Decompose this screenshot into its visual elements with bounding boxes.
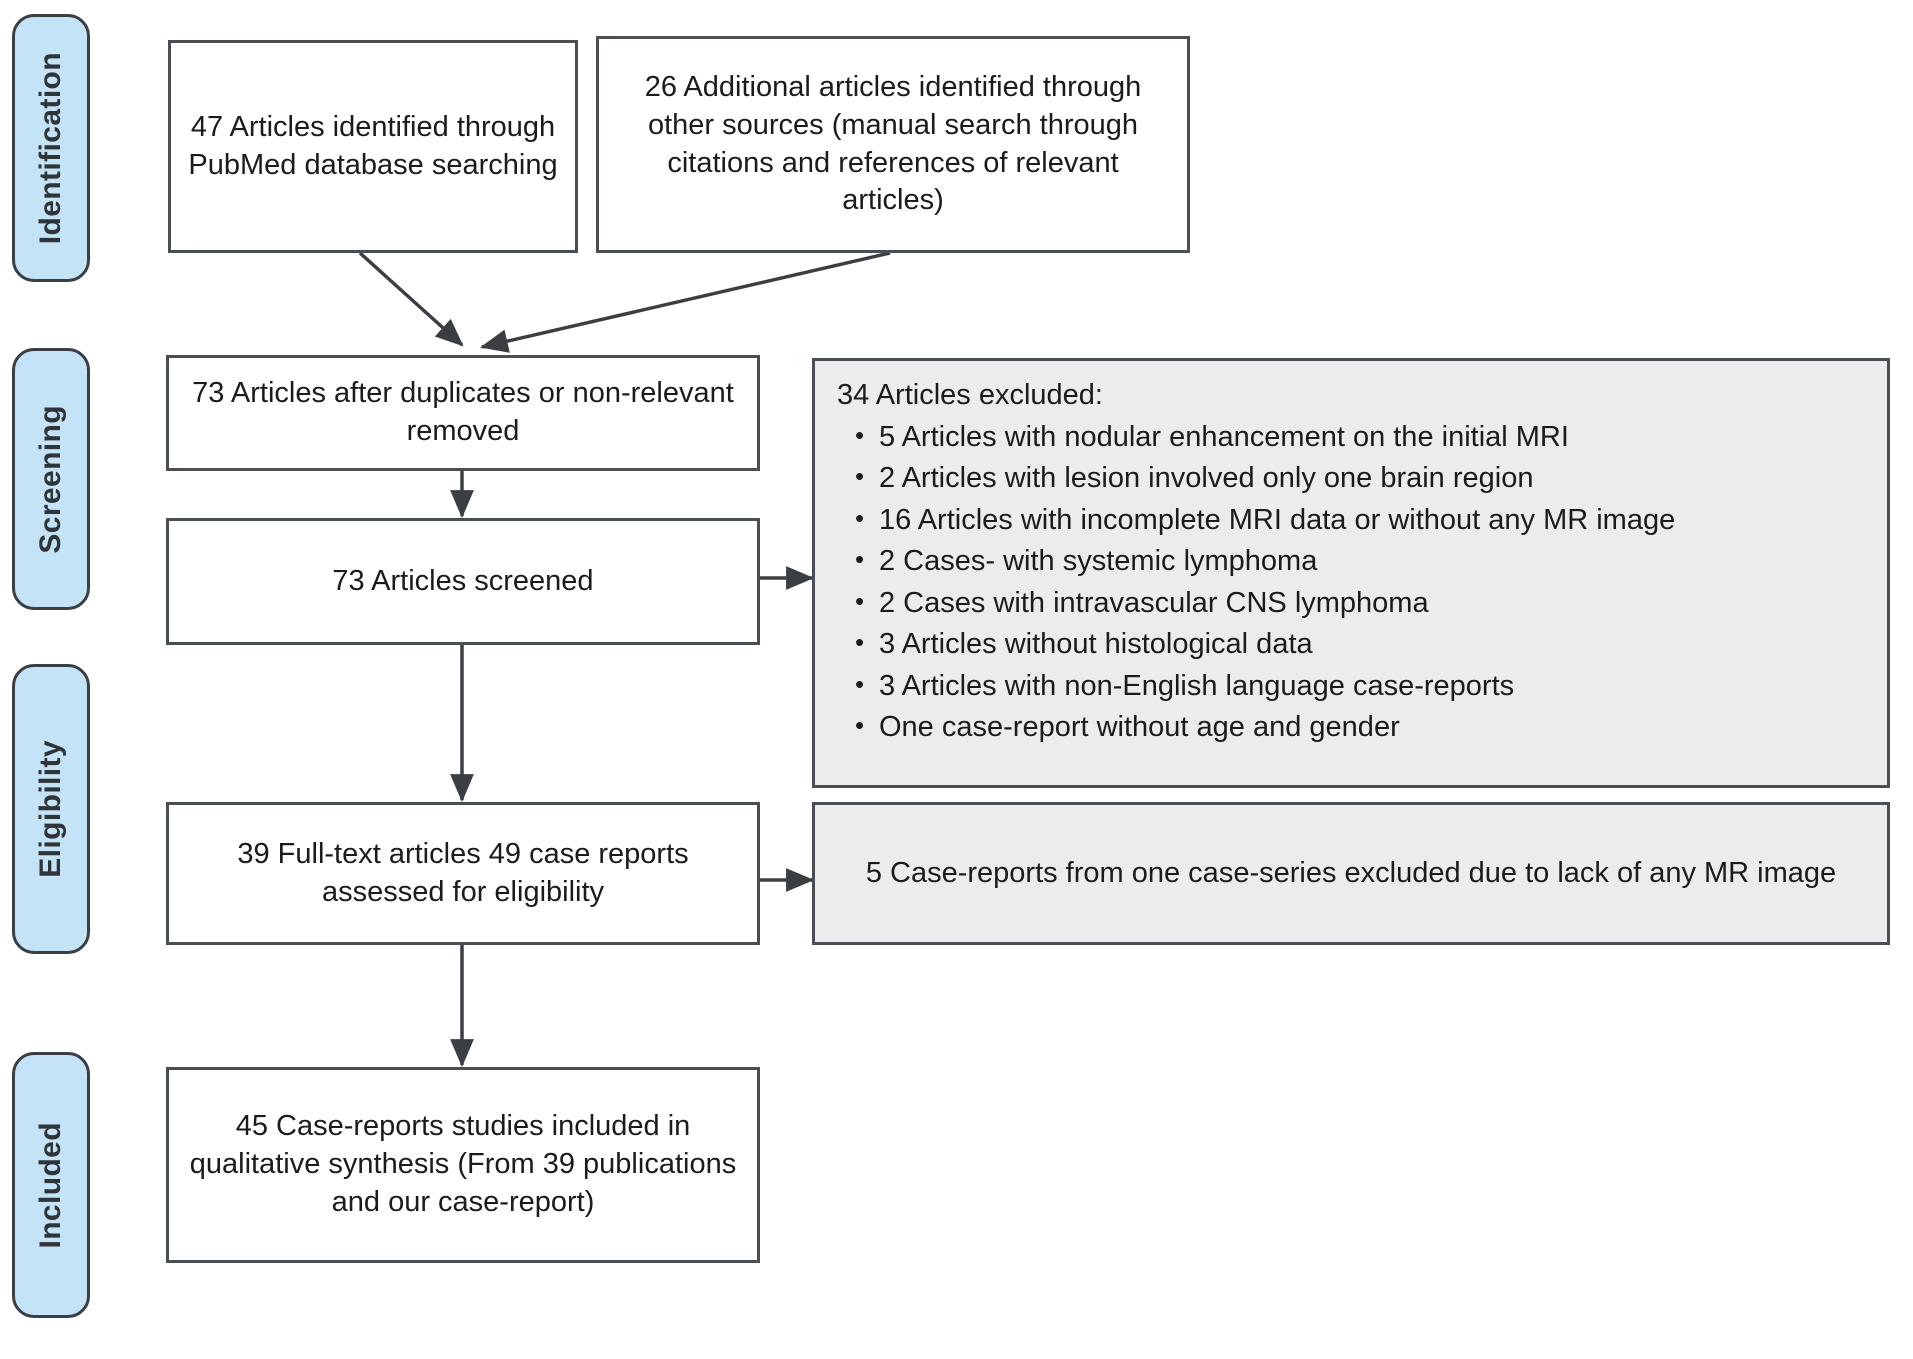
node-fulltext-excluded-text: 5 Case-reports from one case-series excl… <box>865 856 1837 889</box>
list-item: 2 Cases with intravascular CNS lymphoma <box>855 583 1869 624</box>
list-item: 2 Cases- with systemic lymphoma <box>855 541 1869 582</box>
node-included-studies: 45 Case-reports studies included in qual… <box>166 1067 760 1263</box>
node-articles-excluded-heading: 34 Articles excluded: <box>837 379 1103 411</box>
node-after-duplicates-removed-text: 73 Articles after duplicates or non-rele… <box>192 377 734 447</box>
node-articles-excluded: 34 Articles excluded: 5 Articles with no… <box>812 358 1890 788</box>
stage-label-eligibility-text: Eligibility <box>34 740 67 878</box>
node-after-duplicates-removed: 73 Articles after duplicates or non-rele… <box>166 355 760 471</box>
list-item: One case-report without age and gender <box>855 707 1869 748</box>
list-item: 16 Articles with incomplete MRI data or … <box>855 500 1869 541</box>
node-pubmed-identified-text: 47 Articles identified through PubMed da… <box>188 110 558 181</box>
list-item: 5 Articles with nodular enhancement on t… <box>855 417 1869 458</box>
stage-label-screening-text: Screening <box>34 404 67 554</box>
stage-label-eligibility: Eligibility <box>12 664 90 954</box>
connector-pubmed-to-after-duplicates <box>358 251 464 347</box>
stage-label-screening: Screening <box>12 348 90 610</box>
list-item: 2 Articles with lesion involved only one… <box>855 458 1869 499</box>
node-other-sources-identified-text: 26 Additional articles identified throug… <box>644 71 1142 217</box>
node-fulltext-assessed: 39 Full-text articles 49 case reports as… <box>166 802 760 945</box>
node-fulltext-excluded: 5 Case-reports from one case-series excl… <box>812 802 1890 945</box>
list-item: 3 Articles with non-English language cas… <box>855 666 1869 707</box>
node-other-sources-identified: 26 Additional articles identified throug… <box>596 36 1190 253</box>
node-articles-screened: 73 Articles screened <box>166 518 760 645</box>
node-fulltext-assessed-text: 39 Full-text articles 49 case reports as… <box>237 837 689 908</box>
node-included-studies-text: 45 Case-reports studies included in qual… <box>189 1110 737 1218</box>
stage-label-identification-text: Identification <box>34 51 67 245</box>
stage-label-included: Included <box>12 1052 90 1318</box>
exclusion-reason-list: 5 Articles with nodular enhancement on t… <box>837 417 1869 749</box>
connector-other-sources-to-after-duplicates <box>479 251 891 353</box>
node-articles-screened-text: 73 Articles screened <box>332 564 594 597</box>
stage-label-included-text: Included <box>34 1121 67 1249</box>
stage-label-identification: Identification <box>12 14 90 282</box>
node-pubmed-identified: 47 Articles identified through PubMed da… <box>168 40 578 253</box>
list-item: 3 Articles without histological data <box>855 624 1869 665</box>
